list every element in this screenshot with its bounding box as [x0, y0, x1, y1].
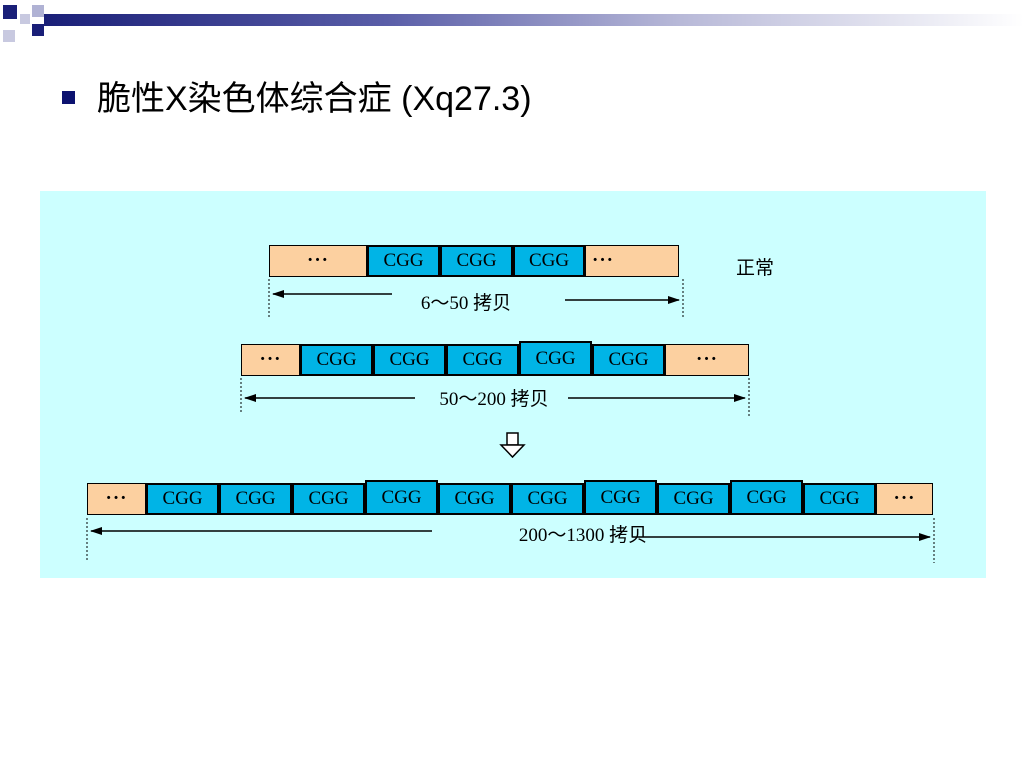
flank-left: ···	[241, 344, 300, 376]
down-arrow-icon	[499, 432, 526, 459]
cgg-repeat: CGG	[292, 483, 365, 515]
decor-square	[32, 24, 44, 36]
cgg-repeat: CGG	[511, 483, 584, 515]
flank-right: ···	[665, 344, 749, 376]
cgg-repeat: CGG	[146, 483, 219, 515]
decor-square	[3, 30, 15, 42]
flank-left: ···	[269, 245, 367, 277]
normal-label: 正常	[736, 257, 775, 279]
length-label: 6～50 拷贝	[420, 293, 512, 314]
bullet-square-icon	[62, 90, 75, 104]
cgg-repeat: CGG	[300, 344, 373, 376]
arrows-overlay	[86, 279, 935, 563]
decor-square	[20, 14, 30, 24]
cgg-repeat: CGG	[592, 344, 665, 376]
cgg-repeat: CGG	[446, 344, 519, 376]
cgg-repeat: CGG	[584, 480, 657, 515]
length-label: 50～200 拷贝	[439, 389, 549, 410]
cgg-repeat: CGG	[730, 480, 803, 515]
cgg-repeat: CGG	[438, 483, 511, 515]
cgg-repeat: CGG	[513, 245, 585, 277]
slide-title: 脆性X染色体综合症 (Xq27.3)	[97, 79, 532, 118]
flank-right: ···	[585, 245, 679, 277]
cgg-repeat: CGG	[219, 483, 292, 515]
length-label: 200～1300 拷贝	[518, 525, 648, 546]
header-decoration	[0, 0, 1024, 50]
cgg-repeat: CGG	[440, 245, 513, 277]
cgg-repeat: CGG	[367, 245, 440, 277]
cgg-repeat: CGG	[657, 483, 730, 515]
title-row: 脆性X染色体综合症 (Xq27.3)	[62, 70, 532, 120]
flank-left: ···	[87, 483, 146, 515]
flank-right: ···	[876, 483, 933, 515]
cgg-repeat: CGG	[365, 480, 438, 515]
cgg-repeat: CGG	[373, 344, 446, 376]
header-gradient-bar	[44, 14, 1024, 26]
decor-square	[32, 5, 44, 17]
decor-square	[3, 5, 17, 19]
cgg-repeat: CGG	[519, 341, 592, 376]
cgg-repeat: CGG	[803, 483, 876, 515]
diagram-panel: ··· CGG CGG CGG ··· 正常 6～50 拷贝 ··· CGG C…	[40, 191, 986, 578]
